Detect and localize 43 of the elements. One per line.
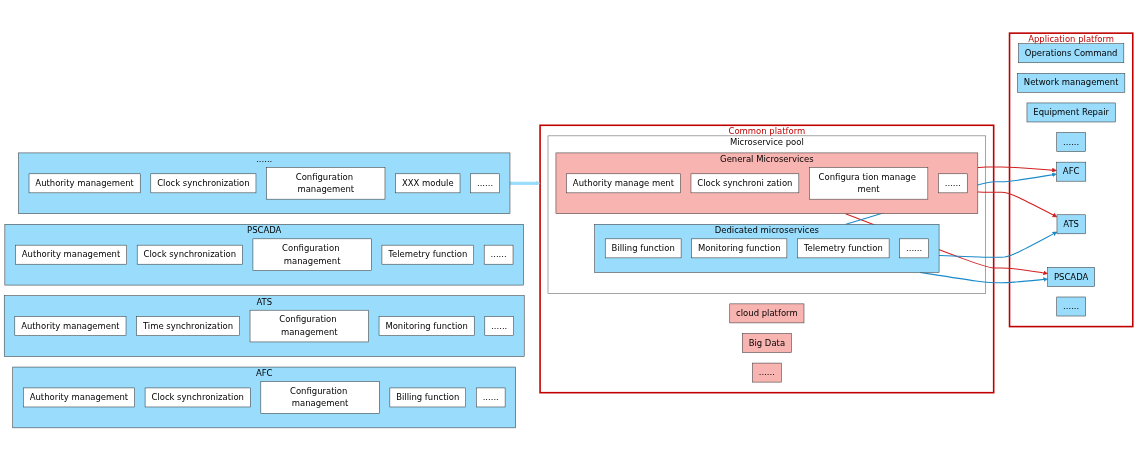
node-box: ATS xyxy=(1056,214,1086,235)
node-box: ...... xyxy=(470,173,500,194)
node-box: cloud platform xyxy=(729,303,805,324)
node-box: Configuration management xyxy=(266,167,386,200)
node-box: Configuration management xyxy=(249,309,369,343)
node-box: Authority manage ment xyxy=(566,173,681,194)
node-box: Big Data xyxy=(742,333,792,353)
node-box: ...... xyxy=(484,316,514,336)
node-box: Network management xyxy=(1017,73,1126,93)
node-box: Configura tion manage ment xyxy=(809,167,929,200)
node-box: ...... xyxy=(1056,296,1086,317)
node-box: Authority management xyxy=(28,173,141,194)
node-box: Operations Command xyxy=(1018,43,1125,64)
node-box: Clock synchronization xyxy=(136,244,243,265)
node-box: Authority management xyxy=(23,387,135,408)
node-box: ...... xyxy=(752,362,782,383)
node-box: Billing function xyxy=(389,387,466,408)
node-box: Equipment Repair xyxy=(1026,102,1116,123)
arrow xyxy=(510,181,541,186)
node-box: ...... xyxy=(483,244,514,265)
node-box: PSCADA xyxy=(1047,267,1095,287)
node-box: ...... xyxy=(938,173,968,194)
node-box: Clock synchroni zation xyxy=(690,173,800,194)
node-box: Telemetry function xyxy=(381,244,474,265)
node-box: Configuration management xyxy=(252,238,372,271)
node-box: Authority management xyxy=(14,316,127,336)
arrow xyxy=(977,166,1057,173)
node-box: Authority management xyxy=(15,244,127,265)
arrow xyxy=(938,231,1058,258)
node-box: Monitoring function xyxy=(691,238,788,259)
node-box: ...... xyxy=(1056,132,1086,152)
node-box: Telemetry function xyxy=(797,238,890,259)
node-box: ...... xyxy=(476,387,506,408)
node-box: Clock synchronization xyxy=(150,173,257,194)
node-box: AFC xyxy=(1056,161,1087,182)
node-box: Clock synchronization xyxy=(144,387,251,408)
node-box: ...... xyxy=(899,238,929,259)
node-box: Monitoring function xyxy=(378,316,475,336)
arrow xyxy=(977,191,1058,218)
node-box: Configuration management xyxy=(260,381,380,414)
node-box: XXX module xyxy=(395,173,461,194)
node-box: Billing function xyxy=(604,238,682,259)
node-box: Time synchronization xyxy=(136,316,240,336)
